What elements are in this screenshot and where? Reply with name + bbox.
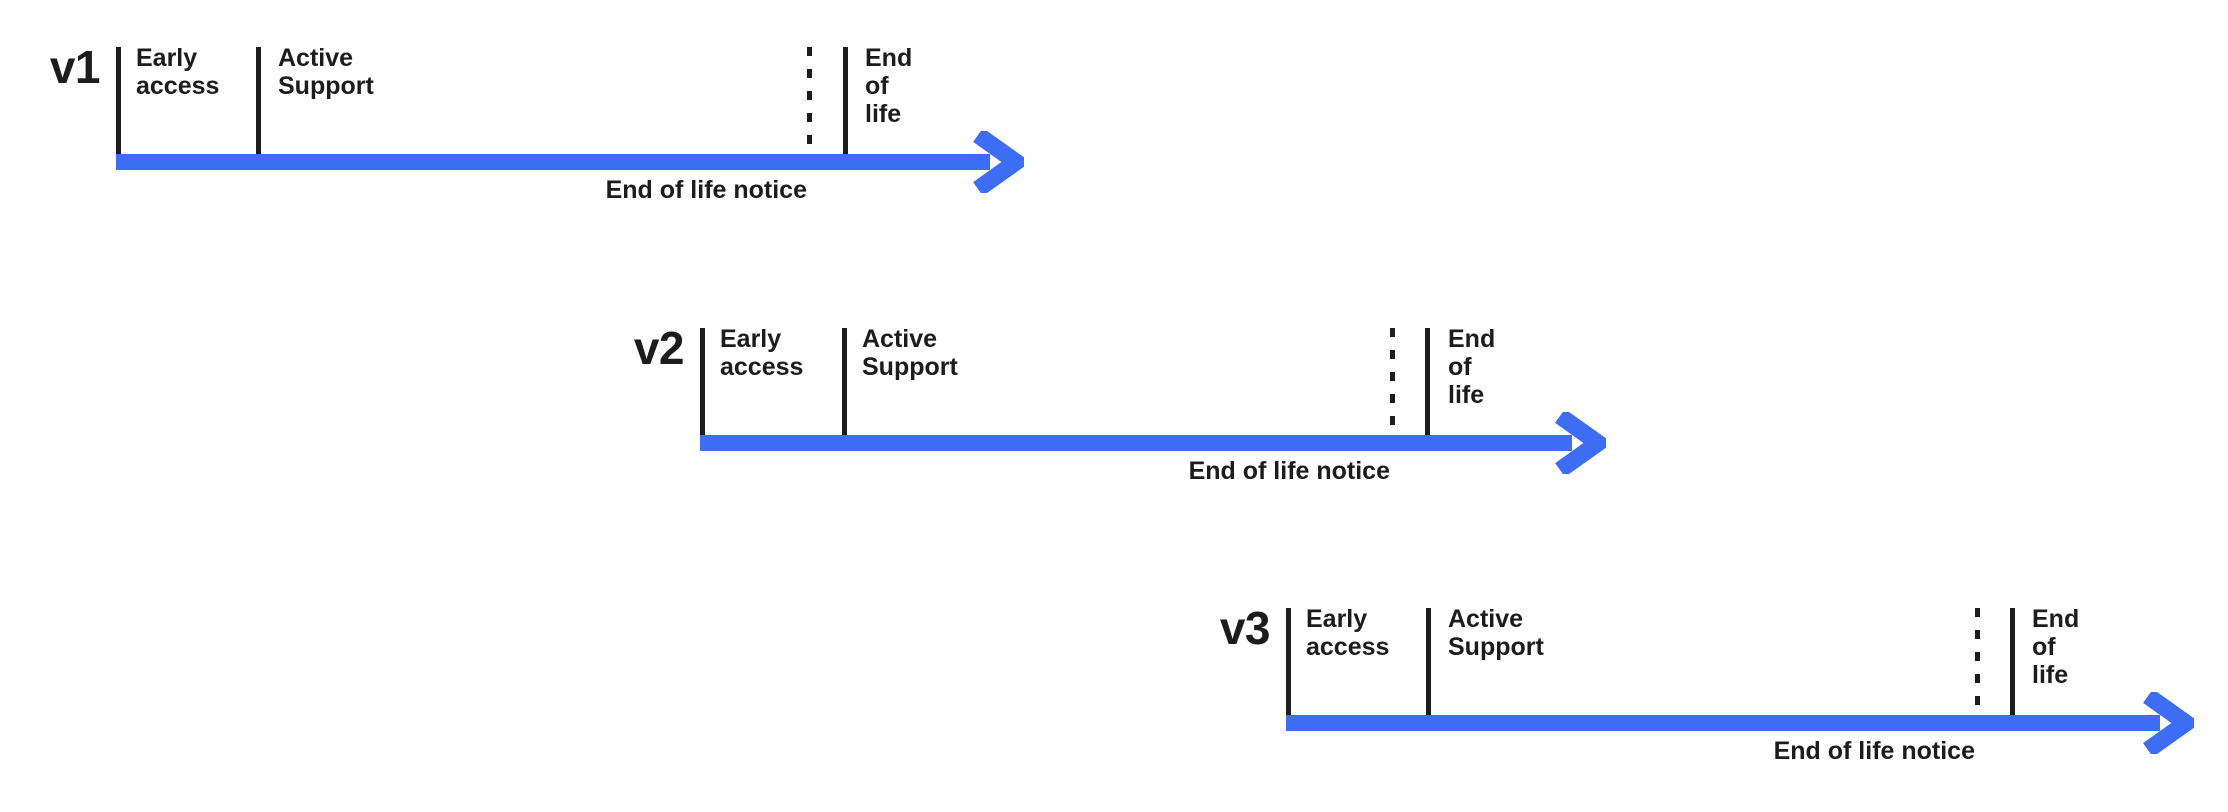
version-label-v1: v1 [49,41,101,93]
phase-label-active-support-v3: Active Support [1448,605,1544,661]
phase-label-end-of-life-v2: End of life [1448,325,1496,409]
tick-start-v1 [116,47,121,154]
tick-active-support-start-v2 [842,328,847,435]
timeline-arrow-shaft-v2 [700,435,1572,451]
tick-active-support-start-v3 [1426,608,1431,715]
tick-end-of-life-notice-v2 [1390,328,1395,435]
phase-label-early-access-v3: Early access [1306,605,1390,661]
timeline-arrow-head-v3 [2142,689,2201,757]
phase-label-active-support-v1: Active Support [278,44,374,100]
notice-label-v2: End of life notice [1188,457,1390,485]
tick-active-support-start-v1 [256,47,261,154]
notice-label-v3: End of life notice [1773,737,1975,765]
tick-end-of-life-notice-v1 [807,47,812,154]
phase-label-end-of-life-v3: End of life [2032,605,2080,689]
tick-end-of-life-start-v2 [1425,328,1430,435]
tick-start-v3 [1286,608,1291,715]
tick-end-of-life-notice-v3 [1975,608,1980,715]
version-label-v3: v3 [1219,602,1271,654]
phase-label-active-support-v2: Active Support [862,325,958,381]
phase-label-early-access-v1: Early access [136,44,220,100]
timeline-arrow-head-v2 [1554,409,1613,477]
timeline-arrow-shaft-v3 [1286,715,2160,731]
tick-end-of-life-start-v3 [2010,608,2015,715]
notice-label-v1: End of life notice [605,176,807,204]
phase-label-early-access-v2: Early access [720,325,804,381]
tick-start-v2 [700,328,705,435]
timeline-arrow-head-v1 [972,128,1031,196]
version-label-v2: v2 [633,322,685,374]
tick-end-of-life-start-v1 [843,47,848,154]
phase-label-end-of-life-v1: End of life [865,44,913,128]
timeline-arrow-shaft-v1 [116,154,990,170]
